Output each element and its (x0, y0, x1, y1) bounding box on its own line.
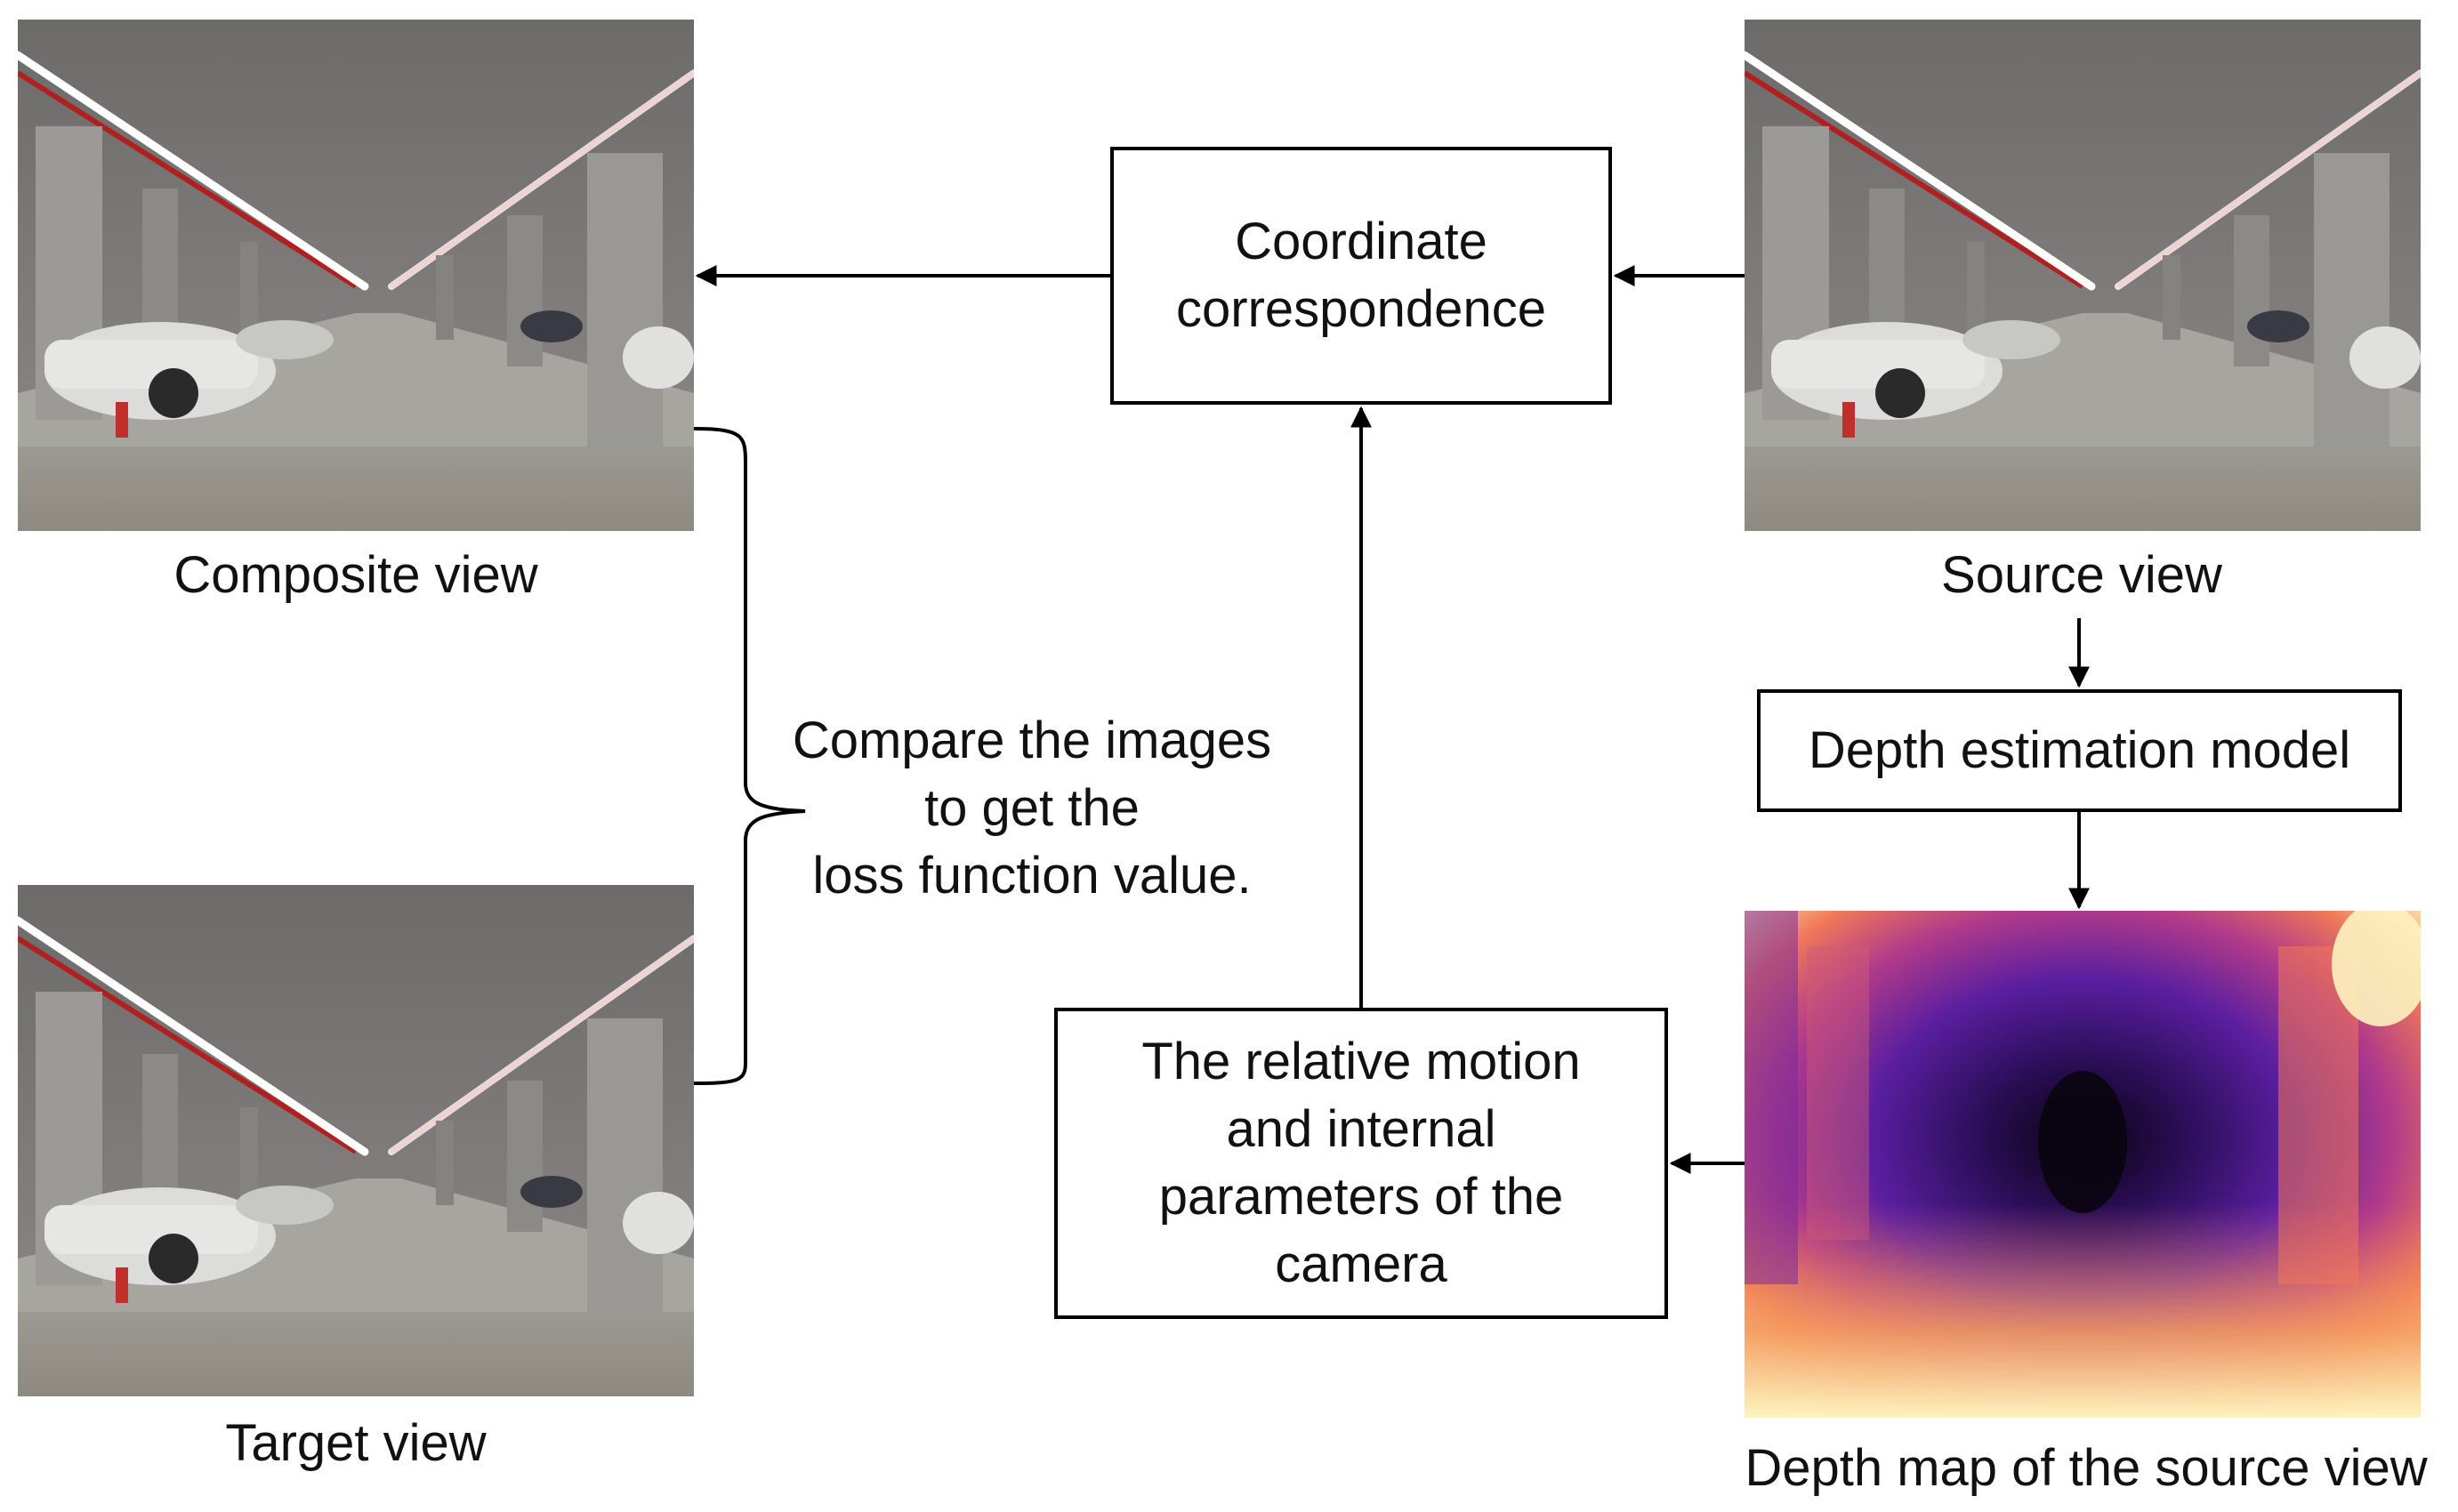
coordinate-line-1: Coordinate (1235, 213, 1487, 270)
depth-model-label: Depth estimation model (1808, 721, 2351, 779)
source-view-caption: Source view (1941, 546, 2222, 604)
coordinate-correspondence-box: Coordinate correspondence (1110, 147, 1612, 405)
motion-line-4: camera (1275, 1235, 1447, 1293)
compare-line-1: Compare the images (792, 712, 1272, 769)
motion-line-2: and internal (1226, 1100, 1496, 1158)
compare-line-2: to get the (924, 779, 1140, 837)
depth-map-image (1745, 911, 2421, 1418)
depth-estimation-model-box: Depth estimation model (1757, 689, 2402, 812)
compare-brace (693, 427, 806, 1085)
motion-line-1: The relative motion (1141, 1033, 1581, 1090)
relative-motion-box: The relative motion and internal paramet… (1054, 1008, 1668, 1319)
coordinate-line-2: correspondence (1176, 280, 1546, 338)
compare-line-3: loss function value. (812, 847, 1252, 905)
compare-note: Compare the images to get the loss funct… (756, 707, 1308, 910)
target-view-caption: Target view (225, 1414, 487, 1472)
composite-view-caption: Composite view (173, 546, 538, 604)
motion-line-3: parameters of the (1158, 1168, 1564, 1226)
depth-map-caption: Depth map of the source view (1745, 1439, 2428, 1497)
